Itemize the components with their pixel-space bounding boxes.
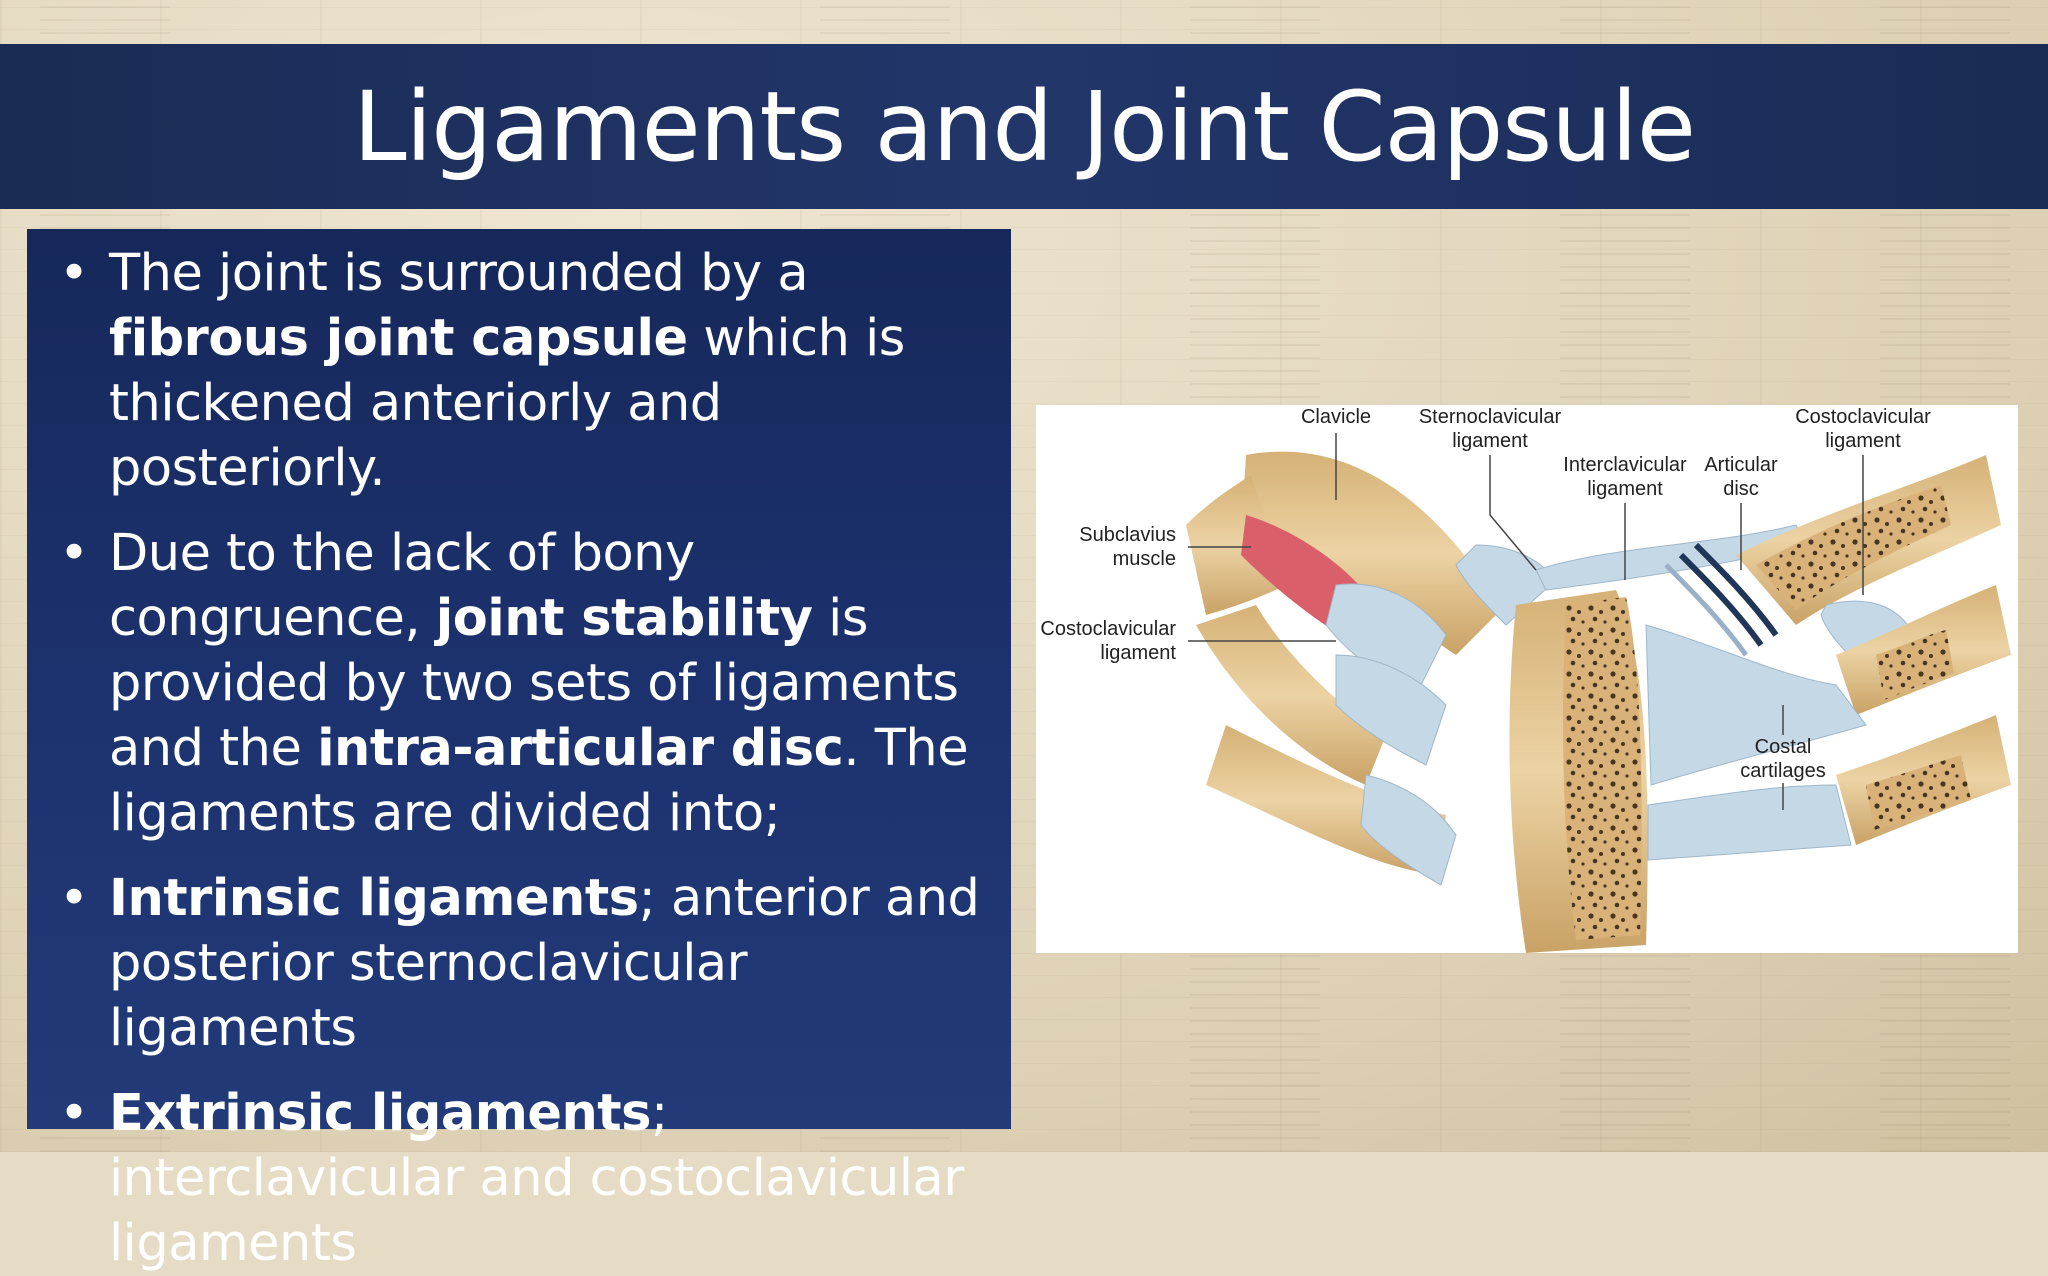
bold-term: Intrinsic ligaments	[109, 869, 639, 928]
bullet-1: The joint is surrounded by a fibrous joi…	[55, 241, 981, 501]
clavicle-end	[1186, 475, 1286, 615]
bullet-text: ; anterior and posterior sternoclavicula…	[109, 869, 980, 1058]
rib-lower-right-marrow	[1866, 755, 1971, 830]
clavicle-bone	[1241, 451, 1506, 655]
label-subclavius-2: muscle	[1113, 548, 1176, 570]
title-bar: Ligaments and Joint Capsule	[0, 44, 2048, 209]
costoclavicular-ligament	[1325, 583, 1447, 696]
rib-right-marrow	[1876, 630, 1954, 700]
label-interclavicular-2: ligament	[1587, 478, 1663, 500]
label-sternoclavicular-2: ligament	[1452, 430, 1528, 452]
label-costoclavicular-left: Costoclavicular	[1040, 618, 1176, 640]
clavicle-lower-shaft	[1196, 605, 1386, 785]
bold-term: fibrous joint capsule	[109, 309, 688, 368]
label-clavicle: Clavicle	[1301, 406, 1371, 428]
articular-disc	[1693, 542, 1779, 637]
bullet-text: . The ligaments are divided into;	[109, 719, 969, 843]
articular-disc	[1678, 552, 1764, 647]
bullet-2: Due to the lack of bony congruence, join…	[55, 521, 981, 846]
bullet-text: is provided by two sets of ligaments and…	[109, 589, 959, 778]
label-costal-2: cartilages	[1740, 760, 1826, 782]
bold-term: joint stability	[435, 589, 813, 648]
label-costal: Costal	[1755, 736, 1812, 758]
label-sternoclavicular: Sternoclavicular	[1419, 406, 1562, 428]
text-panel: The joint is surrounded by a fibrous joi…	[27, 229, 1011, 1273]
label-costoclavicular-left-2: ligament	[1100, 642, 1176, 664]
manubrium-marrow	[1563, 597, 1642, 940]
bullet-4: Extrinsic ligaments; interclavicular and…	[55, 1081, 981, 1276]
joint-illustration: Clavicle Sternoclavicular ligament Costo…	[1040, 406, 2011, 953]
label-costoclavicular-top: Costoclavicular	[1795, 406, 1931, 428]
bullet-text: The joint is surrounded by a	[109, 244, 809, 303]
bold-term: intra-articular disc	[317, 719, 844, 778]
bullet-text: Due to the lack of bony congruence,	[109, 524, 695, 648]
ligament-band	[1335, 654, 1447, 766]
label-interclavicular: Interclavicular	[1563, 454, 1687, 476]
label-costoclavicular-top-2: ligament	[1825, 430, 1901, 452]
label-articular: Articular	[1704, 454, 1778, 476]
costal-cartilage	[1647, 784, 1852, 861]
slide-title: Ligaments and Joint Capsule	[353, 70, 1696, 183]
ligament-band	[1360, 774, 1457, 886]
bullet-text: which is thickened anteriorly and poster…	[109, 309, 905, 498]
leader-sternoclavicular	[1489, 455, 1537, 571]
label-subclavius: Subclavius	[1079, 524, 1176, 546]
articular-disc	[1664, 563, 1749, 657]
label-articular-2: disc	[1723, 478, 1759, 500]
clavicle-right-marrow	[1756, 485, 1951, 610]
costal-cartilage	[1645, 624, 1867, 786]
bullet-3: Intrinsic ligaments; anterior and poster…	[55, 866, 981, 1061]
sternoclavicular-joint-figure: Clavicle Sternoclavicular ligament Costo…	[1036, 405, 2018, 953]
bold-term: Extrinsic ligaments	[109, 1084, 652, 1143]
